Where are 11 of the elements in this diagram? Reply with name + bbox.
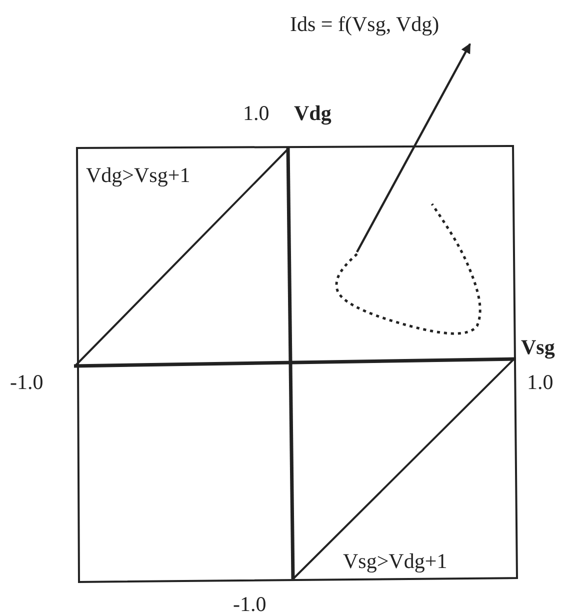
tick-label: -1.0 [233,594,266,615]
arrow [356,43,471,253]
region-label: Vdg>Vsg+1 [86,165,190,186]
dotted-curve [335,203,482,335]
axis-label: Vsg [521,337,555,358]
tick-label: 1.0 [243,103,270,124]
function-label: Ids = f(Vsg, Vdg) [290,14,440,35]
region-label: Vsg>Vdg+1 [343,551,448,572]
axis-label: Vdg [294,103,332,124]
tick-label: 1.0 [527,372,554,393]
tick-label: -1.0 [10,372,44,393]
